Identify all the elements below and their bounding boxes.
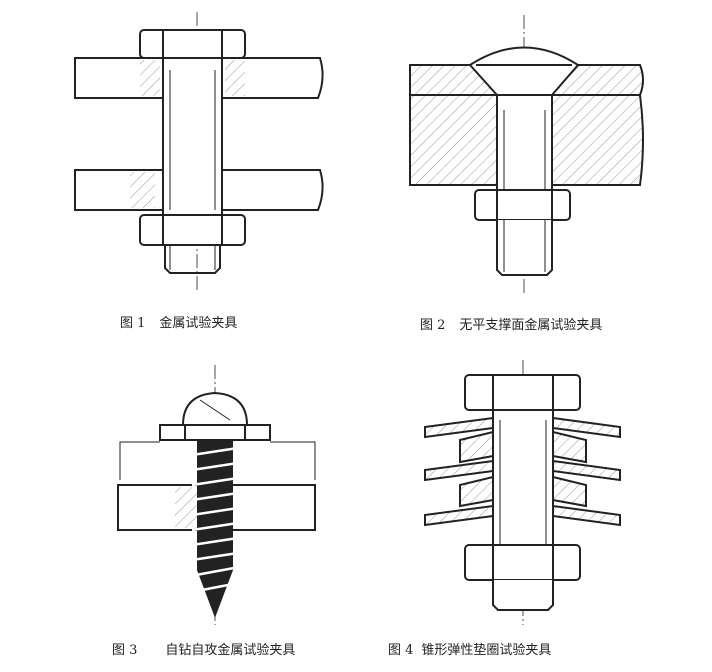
figure-2-number: 图 2	[420, 318, 446, 333]
figure-2-drawing	[409, 15, 644, 295]
figure-3-drawing	[117, 365, 316, 625]
figure-1-drawing	[74, 12, 324, 292]
figure-3-number: 图 3	[112, 643, 138, 658]
figure-1-number: 图 1	[120, 316, 146, 331]
figure-4-number: 图 4	[388, 643, 414, 658]
figure-2-title: 无平支撑面金属试验夹具	[459, 318, 603, 333]
figure-4-drawing	[424, 360, 621, 625]
figure-1-caption: 图 1 金属试验夹具	[120, 312, 251, 331]
figure-4-caption: 图 4 锥形弹性垫圈试验夹具	[388, 639, 565, 658]
figure-3-caption: 图 3 自钻自攻金属试验夹具	[112, 639, 309, 658]
figure-1-title: 金属试验夹具	[159, 316, 238, 331]
figure-4-title: 锥形弹性垫圈试验夹具	[421, 643, 552, 658]
figure-3-title: 自钻自攻金属试验夹具	[165, 643, 296, 658]
figure-2-caption: 图 2 无平支撑面金属试验夹具	[420, 314, 616, 333]
